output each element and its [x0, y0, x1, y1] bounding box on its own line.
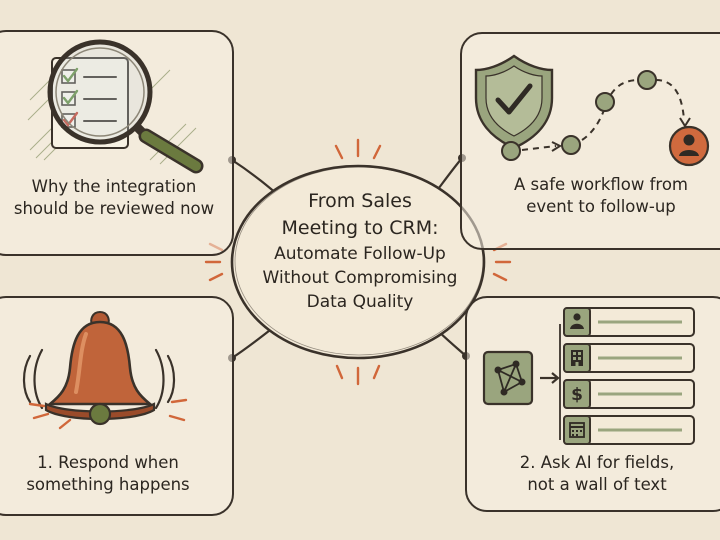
person-icon — [570, 313, 584, 329]
bell-clapper — [88, 402, 112, 426]
caption-line: something happens — [26, 475, 190, 494]
caption-top-right: A safe workflow from event to follow-up — [466, 174, 720, 218]
caption-line: A safe workflow from — [514, 175, 688, 194]
center-title: From Sales Meeting to CRM: Automate Foll… — [248, 188, 472, 314]
building-icon — [571, 350, 583, 366]
subtitle-line: Data Quality — [306, 292, 414, 312]
caption-line: should be reviewed now — [13, 199, 215, 218]
caption-bottom-right: 2. Ask AI for fields, not a wall of text — [470, 452, 720, 496]
workflow-node-4 — [637, 70, 657, 90]
caption-line: not a wall of text — [527, 475, 667, 494]
title-line: From Sales — [308, 190, 412, 212]
field-row-3 — [563, 379, 695, 409]
workflow-node-1 — [501, 141, 521, 161]
field-row-2 — [563, 343, 695, 373]
caption-line: Why the integration — [31, 177, 197, 196]
caption-bottom-left: 1. Respond when something happens — [0, 452, 216, 496]
field-row-1 — [563, 307, 695, 337]
person-target-icon — [668, 125, 710, 167]
title-line: Meeting to CRM: — [281, 217, 439, 239]
caption-line: event to follow-up — [526, 197, 676, 216]
subtitle-line: Without Compromising — [262, 268, 458, 288]
caption-line: 1. Respond when — [37, 453, 179, 472]
caption-top-left: Why the integration should be reviewed n… — [0, 176, 228, 220]
center-ellipse — [230, 164, 486, 360]
calendar-icon — [569, 422, 585, 438]
caption-line: 2. Ask AI for fields, — [519, 453, 675, 472]
ai-network-icon — [482, 350, 534, 406]
subtitle-line: Automate Follow-Up — [274, 244, 446, 264]
workflow-node-3 — [595, 92, 615, 112]
dollar-icon: $ — [571, 385, 583, 405]
workflow-node-2 — [561, 135, 581, 155]
